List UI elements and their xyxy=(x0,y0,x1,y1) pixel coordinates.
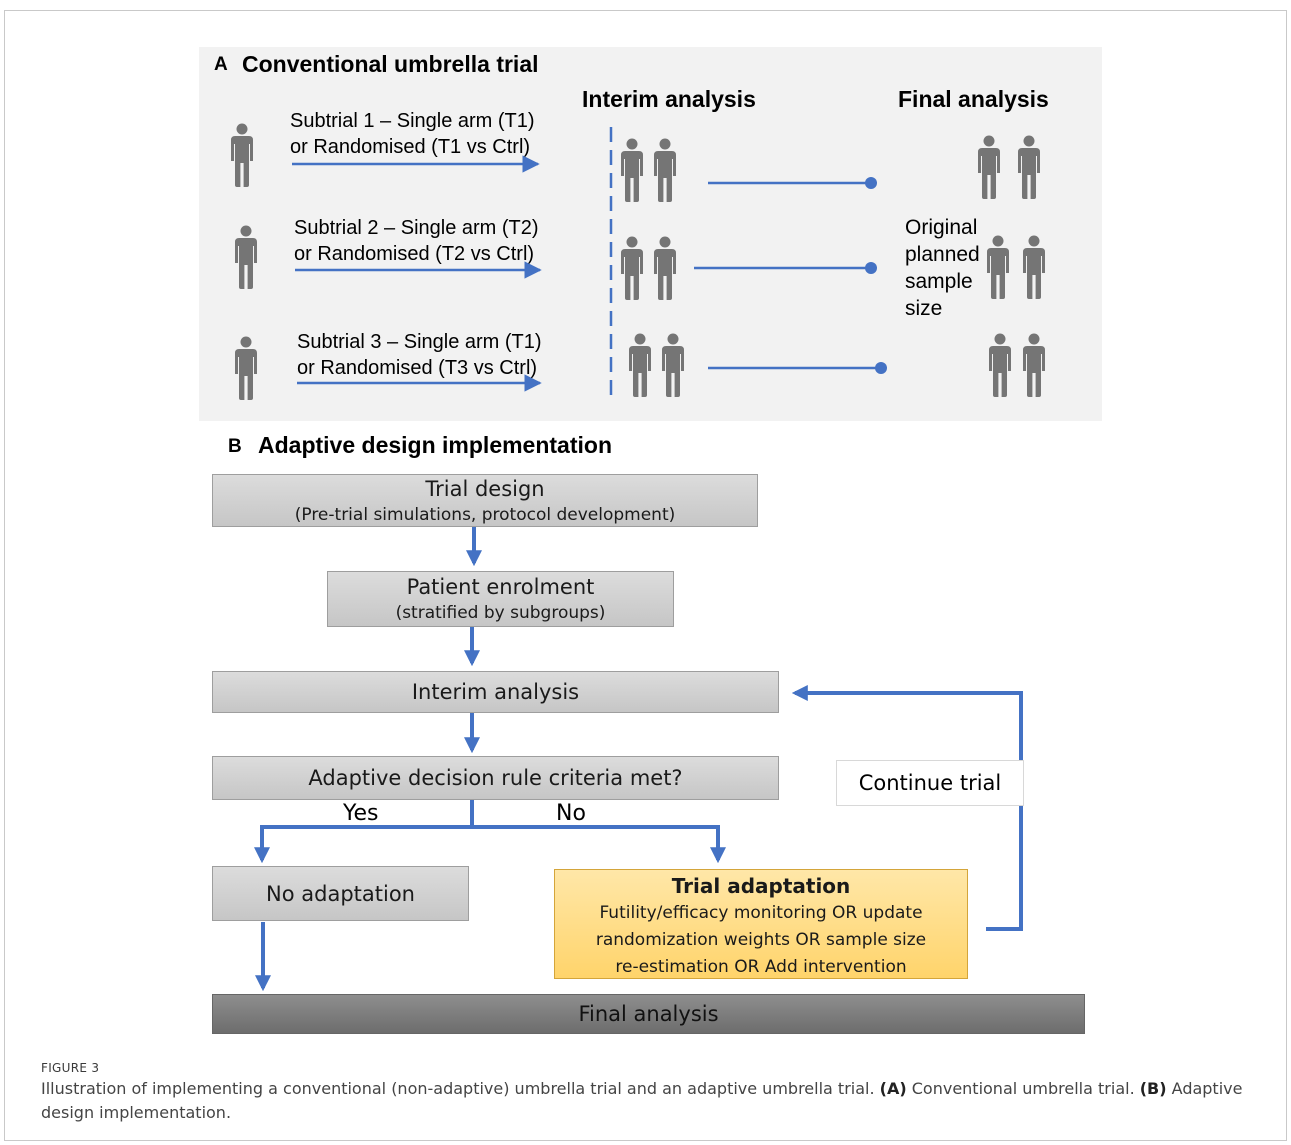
subtrial-3-label: Subtrial 3 – Single arm (T1) or Randomis… xyxy=(297,329,542,381)
subtrial-3-line2: or Randomised (T3 vs Ctrl) xyxy=(297,357,538,379)
trial-design-subtitle: (Pre-trial simulations, protocol develop… xyxy=(294,504,676,525)
decision-box: Adaptive decision rule criteria met? xyxy=(212,756,779,800)
final-analysis-box: Final analysis xyxy=(212,994,1085,1034)
trial-design-box: Trial design (Pre-trial simulations, pro… xyxy=(212,474,758,527)
no-label: No xyxy=(556,801,586,826)
caption-b-text: Adaptive design implementation. xyxy=(41,1079,1243,1122)
interim-analysis-label: Interim analysis xyxy=(411,680,580,704)
subtrial-2-line1: Subtrial 2 – Single arm (T2) xyxy=(294,217,539,239)
figure-caption: Illustration of implementing a conventio… xyxy=(41,1077,1251,1125)
no-adaptation-box: No adaptation xyxy=(212,866,469,921)
trial-adaptation-line1: Futility/efficacy monitoring OR update xyxy=(599,903,923,923)
trial-adaptation-title: Trial adaptation xyxy=(671,874,851,898)
original-planned-sample-size-label: Original planned sample size xyxy=(905,214,980,322)
caption-a-ref: (A) xyxy=(879,1079,907,1098)
caption-a-text: Conventional umbrella trial. xyxy=(906,1079,1140,1098)
patient-enrolment-subtitle: (stratified by subgroups) xyxy=(395,603,606,623)
panel-a-letter: A xyxy=(214,54,228,75)
planned-label-line1: Original xyxy=(905,216,978,239)
interim-analysis-heading: Interim analysis xyxy=(582,86,756,112)
no-adaptation-label: No adaptation xyxy=(266,881,415,906)
subtrial-3-line1: Subtrial 3 – Single arm (T1) xyxy=(297,331,542,353)
interim-analysis-box: Interim analysis xyxy=(212,671,779,713)
planned-label-line3: sample xyxy=(905,270,973,293)
patient-enrolment-box: Patient enrolment (stratified by subgrou… xyxy=(327,571,674,627)
trial-design-title: Trial design xyxy=(425,476,545,501)
yes-label: Yes xyxy=(343,801,379,826)
panel-b-title: Adaptive design implementation xyxy=(258,432,612,458)
planned-label-line4: size xyxy=(905,297,943,320)
continue-trial-box: Continue trial xyxy=(836,760,1024,806)
subtrial-1-line2: or Randomised (T1 vs Ctrl) xyxy=(290,136,531,158)
caption-b-ref: (B) xyxy=(1139,1079,1167,1098)
final-analysis-heading: Final analysis xyxy=(898,86,1049,112)
subtrial-1-label: Subtrial 1 – Single arm (T1) or Randomis… xyxy=(290,108,535,160)
continue-loop-arrow xyxy=(791,685,1023,931)
trial-adaptation-box: Trial adaptation Futility/efficacy monit… xyxy=(554,869,968,979)
final-analysis-label: Final analysis xyxy=(578,1002,719,1026)
trial-adaptation-line2: randomization weights OR sample size xyxy=(595,930,927,950)
decision-label: Adaptive decision rule criteria met? xyxy=(308,766,683,790)
panel-a-title: Conventional umbrella trial xyxy=(242,51,539,77)
planned-label-line2: planned xyxy=(905,243,980,266)
connector-1-end xyxy=(865,177,877,189)
subtrial-1-line1: Subtrial 1 – Single arm (T1) xyxy=(290,110,535,132)
subtrial-2-label: Subtrial 2 – Single arm (T2) or Randomis… xyxy=(294,215,539,267)
subtrial-2-line2: or Randomised (T2 vs Ctrl) xyxy=(294,243,535,265)
trial-adaptation-line3: re-estimation OR Add intervention xyxy=(615,957,907,977)
continue-trial-label: Continue trial xyxy=(858,771,1002,795)
caption-text: Illustration of implementing a conventio… xyxy=(41,1079,880,1098)
figure-label: FIGURE 3 xyxy=(41,1061,100,1075)
patient-enrolment-title: Patient enrolment xyxy=(406,575,595,599)
connector-2-end xyxy=(865,262,877,274)
panel-b-letter: B xyxy=(228,436,242,457)
connector-3-end xyxy=(875,362,887,374)
figure-frame xyxy=(4,10,1287,1141)
